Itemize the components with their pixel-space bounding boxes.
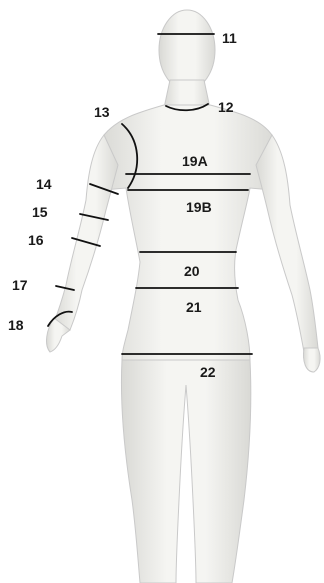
label-14: 14 <box>36 176 52 192</box>
head-shape <box>159 10 215 90</box>
right-hand-shape <box>303 348 320 372</box>
label-17: 17 <box>12 277 28 293</box>
label-18: 18 <box>8 317 24 333</box>
neck-shape <box>164 80 210 108</box>
mannequin-body <box>47 10 321 583</box>
label-19a: 19A <box>182 153 208 169</box>
label-16: 16 <box>28 232 44 248</box>
label-21: 21 <box>186 299 202 315</box>
torso-shape <box>100 105 276 360</box>
label-13: 13 <box>94 104 110 120</box>
left-arm-shape <box>54 135 118 330</box>
label-15: 15 <box>32 204 48 220</box>
label-19b: 19B <box>186 199 212 215</box>
label-11: 11 <box>222 30 237 46</box>
label-20: 20 <box>184 263 200 279</box>
right-arm-shape <box>256 135 318 352</box>
label-22: 22 <box>200 364 216 380</box>
legs-shape <box>121 360 250 583</box>
label-12: 12 <box>218 99 234 115</box>
